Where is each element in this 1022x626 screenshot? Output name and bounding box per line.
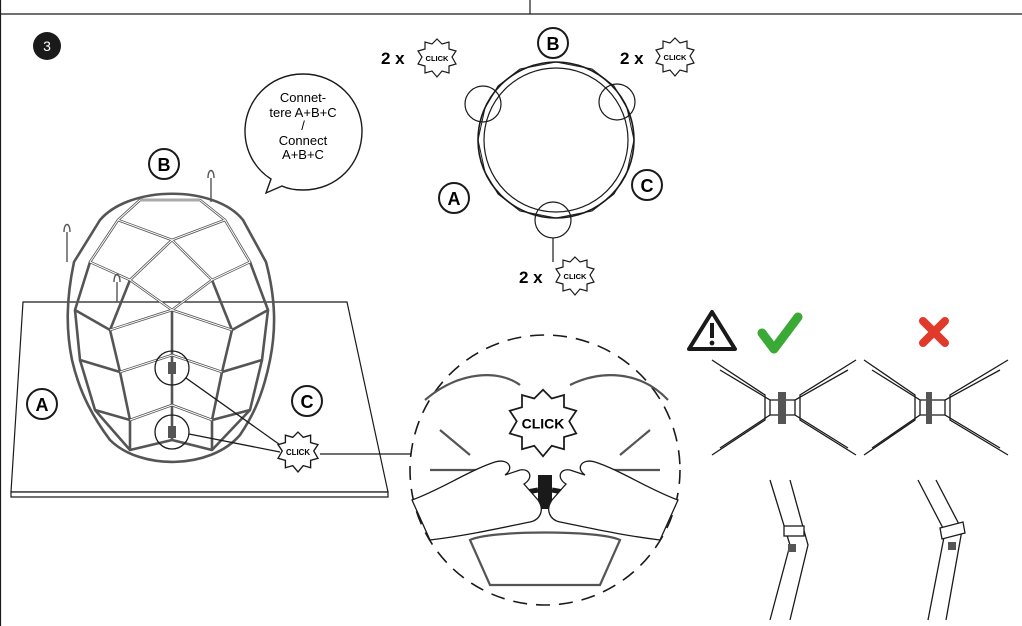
click-burst-icon: CLICK [508,388,578,458]
warning-triangle-icon [687,310,737,351]
click-label: CLICK [564,272,587,281]
click-burst-icon: CLICK [655,37,695,77]
click-multiplier-bottom: 2 x [519,268,543,287]
bubble-line-1: Connet- [280,90,326,105]
speech-bubble: Connet- tere A+B+C / Connect A+B+C [244,73,363,195]
bulb-hooks [63,169,215,302]
check-mark-icon [757,312,803,354]
click-label: CLICK [664,53,687,62]
bubble-line-2: tere A+B+C [269,105,336,120]
click-label-large: CLICK [522,416,565,432]
top-label-a: A [448,189,461,209]
click-callout-left: 2 x CLICK [381,38,457,78]
bubble-line-5: A+B+C [282,147,324,162]
top-label-c: C [641,176,654,196]
wrong-joint-detail [863,359,1009,621]
top-view-joint-markers [464,83,636,262]
lattice-inner-lines [89,199,251,421]
click-burst-icon: CLICK [417,38,457,78]
top-view-ring [477,61,635,219]
label-c-right: C [291,385,323,417]
hands [411,460,679,541]
bubble-line-4: Connect [279,133,328,148]
zoom-detail: CLICK [409,334,681,606]
step-number-badge: 3 [33,32,61,60]
top-label-b: B [547,34,560,54]
correct-joint-detail [711,359,857,621]
step-number: 3 [43,38,51,54]
click-callout-bottom: 2 x CLICK [519,256,595,296]
click-label: CLICK [426,54,449,63]
click-multiplier-left: 2 x [381,49,405,68]
lamp-joint-clips [168,362,176,438]
label-b-top: B [148,148,180,180]
bubble-line-3: / [301,118,305,133]
label-b-text: B [158,155,171,175]
click-callout-right: 2 x CLICK [620,37,695,77]
click-label: CLICK [286,448,310,457]
label-a-text: A [36,395,49,415]
top-view-labels: B A C [438,27,663,214]
label-c-text: C [301,392,314,412]
label-a-left: A [26,388,58,420]
cross-mark-icon [919,317,949,347]
click-burst-icon: CLICK [555,256,595,296]
click-multiplier-right: 2 x [620,49,644,68]
click-burst-icon: CLICK [277,431,319,473]
